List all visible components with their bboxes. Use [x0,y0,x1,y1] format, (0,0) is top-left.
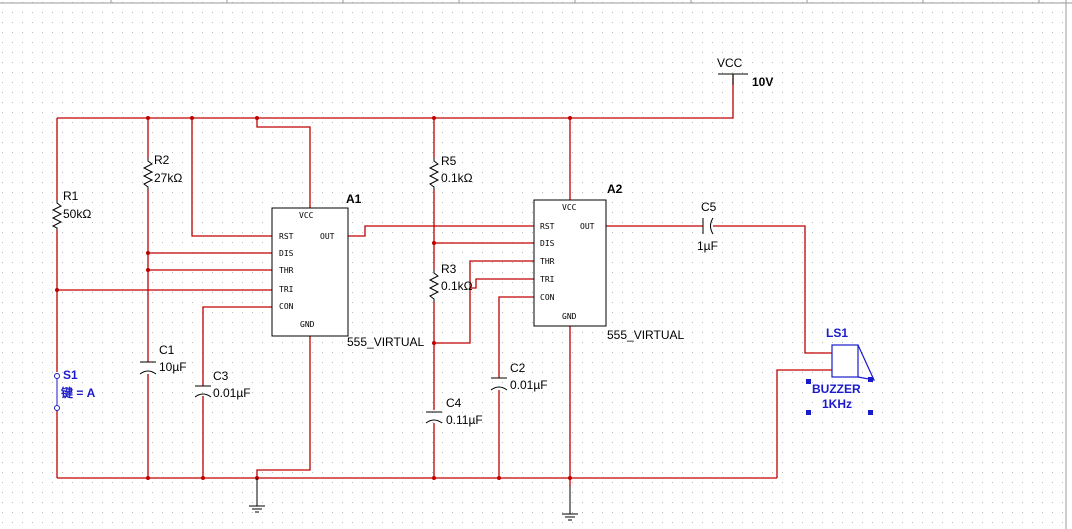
wire-vcc-a1 [256,118,311,208]
vcc-label: VCC [717,56,743,70]
s1-key: 键 = A [60,385,96,400]
a1-ref: A1 [346,192,362,206]
vcc-source[interactable]: VCC 10V [717,56,773,89]
r1-value: 50kΩ [63,207,91,221]
a2-pin-out: OUT [580,222,595,231]
wire-rst-a1 [191,118,272,237]
s1-ref: S1 [63,368,78,382]
a1-pin-con: CON [279,302,294,311]
wire-out-a1 [348,225,534,237]
c1-value: 10µF [159,360,187,374]
switch-s1[interactable]: S1 键 = A [54,368,96,411]
wire-con-a1 [202,306,272,478]
capacitor-c2[interactable]: C2 0.01µF [490,361,548,392]
c2-ref: C2 [510,361,526,375]
ground-symbol-2[interactable] [562,486,578,521]
wire-gnd-a1 [256,336,311,478]
capacitor-c3[interactable]: C3 0.01µF [194,369,251,400]
a1-pin-gnd: GND [300,320,315,329]
r2-value: 27kΩ [154,171,182,185]
capacitor-c1[interactable]: C1 10µF [139,343,187,375]
wire-tri-a2 [470,278,534,289]
a2-ref: A2 [607,182,623,196]
c1-ref: C1 [159,343,175,357]
r3-value: 0.1kΩ [441,279,473,293]
a2-pin-thr: THR [540,257,555,266]
a1-model: 555_VIRTUAL [347,335,424,349]
a1-pin-tri: TRI [279,285,294,294]
r5-ref: R5 [441,154,457,168]
c2-value: 0.01µF [510,378,548,392]
wire-out-a2 [606,225,832,354]
c5-value: 1µF [697,239,718,253]
a2-pin-dis: DIS [540,239,555,248]
a2-pin-vcc: VCC [562,203,577,212]
timer-a2[interactable]: A2 555_VIRTUAL VCC RST OUT DIS THR TRI C… [533,182,684,342]
capacitor-c4[interactable]: C4 0.11µF [425,396,483,427]
wire-thr-a2 [434,260,534,344]
a1-pin-thr: THR [279,266,294,275]
vcc-value: 10V [752,75,773,89]
r5-value: 0.1kΩ [441,171,473,185]
wire-con-a2 [498,296,534,478]
a1-pin-out: OUT [320,232,335,241]
resistor-r1[interactable]: R1 50kΩ [51,189,91,230]
ls1-ref: LS1 [826,326,848,340]
wire-vcc-rail [57,74,734,119]
resistor-r3[interactable]: R3 0.1kΩ [428,262,473,302]
r2-ref: R2 [154,153,170,167]
junctions [55,116,572,480]
c5-ref: C5 [701,200,717,214]
r3-ref: R3 [441,262,457,276]
wire-buzzer-gnd [776,369,832,478]
a2-pin-rst: RST [540,222,555,231]
ls1-type: BUZZER [812,382,861,396]
timer-a1[interactable]: A1 555_VIRTUAL VCC RST OUT DIS THR TRI C… [271,192,424,349]
c3-ref: C3 [213,369,229,383]
a1-pin-dis: DIS [279,249,294,258]
a1-pin-rst: RST [279,232,294,241]
a2-model: 555_VIRTUAL [607,328,684,342]
c3-value: 0.01µF [213,386,251,400]
resistor-r2[interactable]: R2 27kΩ [142,153,182,190]
capacitor-c5[interactable]: C5 1µF [697,200,718,253]
c4-ref: C4 [446,396,462,410]
a2-pin-con: CON [540,293,555,302]
r1-ref: R1 [63,189,79,203]
a2-pin-gnd: GND [562,312,577,321]
buzzer-ls1[interactable]: LS1 BUZZER 1KHz [806,326,876,415]
c4-value: 0.11µF [446,413,483,427]
ls1-freq: 1KHz [822,397,852,411]
a2-pin-tri: TRI [540,275,555,284]
resistor-r5[interactable]: R5 0.1kΩ [428,154,473,190]
a1-pin-vcc: VCC [299,211,314,220]
ground-symbol-1[interactable] [249,478,265,513]
selection-handles[interactable] [806,377,873,415]
